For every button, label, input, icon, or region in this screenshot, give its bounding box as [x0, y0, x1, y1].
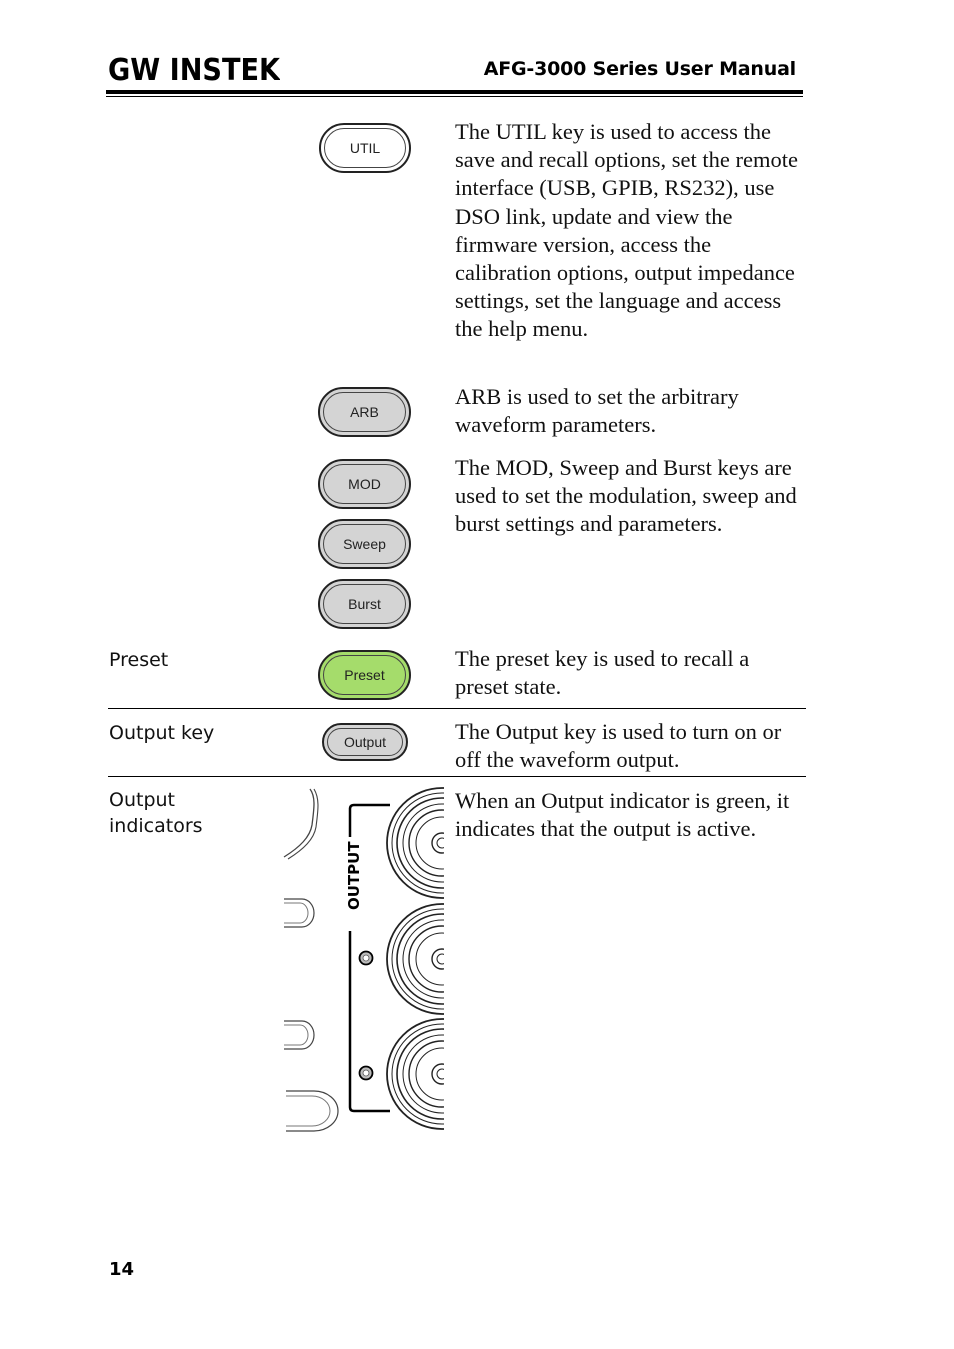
- preset-label: Preset: [109, 649, 169, 671]
- output-panel-illustration: OUTPUT: [283, 787, 444, 1132]
- row-divider: [108, 776, 806, 777]
- sweep-key-label: Sweep: [343, 536, 386, 552]
- burst-key-label: Burst: [348, 596, 381, 612]
- preset-key-label: Preset: [344, 667, 385, 683]
- mod-key[interactable]: MOD: [318, 459, 411, 509]
- clip-shape: [284, 898, 315, 928]
- manual-title: AFG-3000 Series User Manual: [483, 58, 796, 80]
- mod-key-label: MOD: [348, 476, 381, 492]
- page-number: 14: [109, 1259, 135, 1280]
- output-indicators-description: When an Output indicator is green, it in…: [455, 788, 790, 842]
- sweep-key[interactable]: Sweep: [318, 519, 411, 569]
- output-indicators-label: Output indicators: [109, 789, 203, 837]
- clip-shape: [286, 1095, 331, 1127]
- arb-description: ARB is used to set the arbitrary wavefor…: [455, 384, 739, 438]
- burst-key[interactable]: Burst: [318, 579, 411, 629]
- util-description: The UTIL key is used to access the save …: [455, 119, 799, 342]
- header-rule-thin: [106, 96, 803, 97]
- clip-shape: [286, 1090, 339, 1132]
- util-key-label: UTIL: [349, 140, 381, 156]
- brand-text: GW INSTEK: [108, 53, 280, 84]
- cable-line: [283, 788, 315, 858]
- output-key[interactable]: Output: [322, 723, 408, 761]
- clip-shape: [284, 902, 309, 924]
- cable-line: [287, 788, 319, 860]
- row-divider: [108, 708, 806, 709]
- output-key-button-label: Output: [343, 734, 387, 750]
- util-key[interactable]: UTIL: [319, 123, 411, 173]
- panel-bracket: [348, 803, 390, 837]
- clip-shape: [284, 1020, 315, 1050]
- output-key-label: Output key: [109, 722, 215, 744]
- preset-description: The preset key is used to recall a prese…: [455, 646, 750, 700]
- bnc-connector: [386, 903, 444, 1015]
- gw-instek-logo: GW INSTEK: [108, 53, 280, 84]
- bnc-connector: [386, 1018, 444, 1130]
- arb-key[interactable]: ARB: [318, 387, 411, 437]
- preset-key[interactable]: Preset: [318, 650, 411, 700]
- arb-key-label: ARB: [350, 404, 379, 420]
- bnc-connector: [386, 787, 444, 899]
- header-rule-thick: [106, 90, 803, 94]
- output-panel-label: OUTPUT: [345, 841, 363, 910]
- clip-shape: [284, 1024, 309, 1046]
- panel-bracket: [348, 931, 390, 1113]
- mod-sweep-burst-description: The MOD, Sweep and Burst keys are used t…: [455, 455, 797, 537]
- output-key-description: The Output key is used to turn on or off…: [455, 719, 782, 773]
